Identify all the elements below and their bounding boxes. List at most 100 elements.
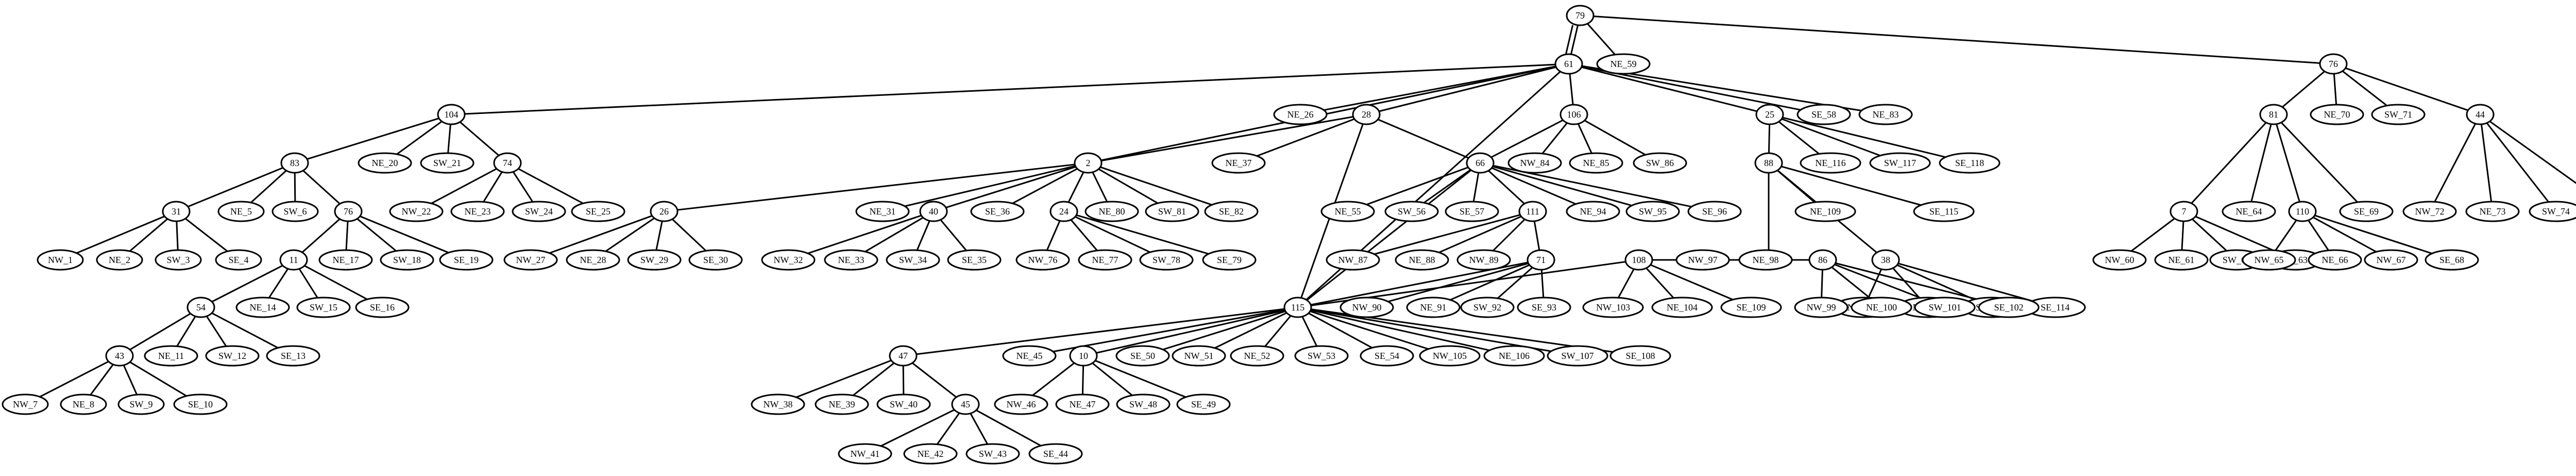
node-SW_6: SW_6 [272, 201, 319, 222]
edge-66-111 [1488, 170, 1525, 205]
node-label: NW_103 [1596, 302, 1630, 313]
node-ellipse [919, 201, 948, 222]
node-label: SE_93 [1532, 302, 1556, 313]
node-NE_23: NE_23 [450, 201, 505, 222]
node-NW_105: NW_105 [1419, 345, 1481, 367]
node-label: NE_106 [1499, 351, 1530, 361]
node-label: 43 [115, 351, 124, 361]
node-label: 10 [1079, 351, 1088, 361]
node-110: 110 [2288, 201, 2317, 222]
node-label: SW_3 [167, 255, 190, 265]
node-ellipse [450, 201, 505, 222]
node-label: SE_96 [1702, 206, 1727, 217]
edge-79-76 [1593, 15, 2320, 64]
edge-2-NE_31 [904, 165, 1076, 207]
edge-44-NE_73 [2480, 124, 2493, 202]
edge-43-SE_10 [129, 361, 187, 397]
edge-76b-11 [301, 218, 341, 253]
edge-24-SE_79 [1076, 214, 1209, 255]
node-83: 83 [280, 152, 309, 174]
edge-11-SE_16 [304, 265, 368, 300]
edge-111-NW_89 [1492, 219, 1526, 252]
node-54: 54 [187, 297, 215, 318]
node-label: NW_51 [1184, 351, 1214, 361]
node-ellipse [1074, 152, 1103, 174]
node-ellipse [2364, 249, 2418, 271]
edges-layer [39, 15, 2576, 447]
node-ellipse [1851, 297, 1912, 318]
node-76b: 76 [334, 201, 363, 222]
node-SE_114: SE_114 [2024, 297, 2086, 318]
node-ellipse [1406, 297, 1461, 318]
node-label: SW_71 [2384, 109, 2412, 120]
edge-10-NW_46 [1032, 362, 1075, 397]
node-26: 26 [650, 201, 679, 222]
node-ellipse [162, 201, 191, 222]
node-44: 44 [2466, 104, 2495, 125]
node-ellipse [1395, 249, 1449, 271]
edge-76-NE_70 [2333, 73, 2337, 105]
node-ellipse [2308, 249, 2362, 271]
node-label: SE_25 [586, 206, 611, 217]
edge-81-7 [2191, 122, 2267, 204]
node-SE_82: SE_82 [1204, 201, 1259, 222]
node-label: NW_89 [1469, 255, 1499, 265]
edge-24-NW_76 [1046, 220, 1061, 251]
node-ellipse [334, 201, 363, 222]
node-SW_21: SW_21 [420, 152, 474, 174]
node-label: SW_48 [1129, 399, 1157, 409]
edge-26-NE_28 [605, 217, 655, 252]
node-ellipse [903, 443, 958, 465]
node-ellipse [1202, 249, 1257, 271]
edge-104-SW_21 [447, 124, 451, 154]
node-ellipse [1352, 104, 1381, 125]
node-label: SW_74 [2542, 206, 2570, 217]
node-NE_61: NE_61 [2154, 249, 2209, 271]
edge-81-NE_64 [2250, 124, 2272, 202]
edge-61-2 [1100, 65, 1556, 161]
node-ellipse [1569, 152, 1623, 174]
node-label: SE_44 [1043, 449, 1068, 459]
node-label: SE_13 [281, 351, 306, 361]
node-label: SE_10 [188, 399, 213, 409]
node-label: SW_29 [640, 255, 668, 265]
node-NE_66: NE_66 [2308, 249, 2362, 271]
node-NW_89: NW_89 [1456, 249, 1511, 271]
node-NE_5: NE_5 [217, 201, 265, 222]
edge-110-NW_67 [2313, 217, 2377, 253]
node-NW_99: NW_99 [1794, 297, 1849, 318]
node-ellipse [1582, 297, 1644, 318]
node-ellipse [1466, 152, 1495, 174]
edge-76b-SE_19 [360, 215, 449, 254]
node-ellipse [2425, 249, 2479, 271]
node-label: SW_40 [890, 399, 918, 409]
edge-54-SE_13 [211, 312, 279, 349]
node-ellipse [1566, 201, 1620, 222]
edge-83-NE_5 [250, 170, 287, 203]
node-ellipse [1172, 345, 1226, 367]
node-ellipse [1596, 53, 1651, 75]
node-NE_55: NE_55 [1320, 201, 1375, 222]
edge-47-NW_38 [795, 359, 892, 398]
edge-104-83 [307, 117, 439, 160]
node-NE_91: NE_91 [1406, 297, 1461, 318]
edge-106-NW_84 [1541, 122, 1568, 154]
edge-71-SW_92 [1497, 267, 1533, 299]
node-SE_69: SE_69 [2339, 201, 2394, 222]
node-label: SE_68 [2439, 255, 2464, 265]
node-SW_78: SW_78 [1139, 249, 1194, 271]
edge-25-SW_117 [1781, 118, 1881, 157]
node-label: SE_102 [1994, 302, 2023, 313]
node-ellipse [815, 393, 869, 415]
node-SE_50: SE_50 [1115, 345, 1170, 367]
edge-76-81 [2282, 71, 2325, 108]
node-label: NW_41 [851, 449, 880, 459]
node-NE_64: NE_64 [2222, 201, 2276, 222]
node-ellipse [2465, 201, 2520, 222]
node-NE_47: NE_47 [1055, 393, 1110, 415]
edge-86-SW_101 [1834, 264, 1926, 301]
node-NE_37: NE_37 [1211, 152, 1266, 174]
edge-115-SW_53 [1301, 316, 1318, 347]
node-ellipse [1738, 249, 1793, 271]
edge-38-NE_112 [1892, 267, 1920, 299]
